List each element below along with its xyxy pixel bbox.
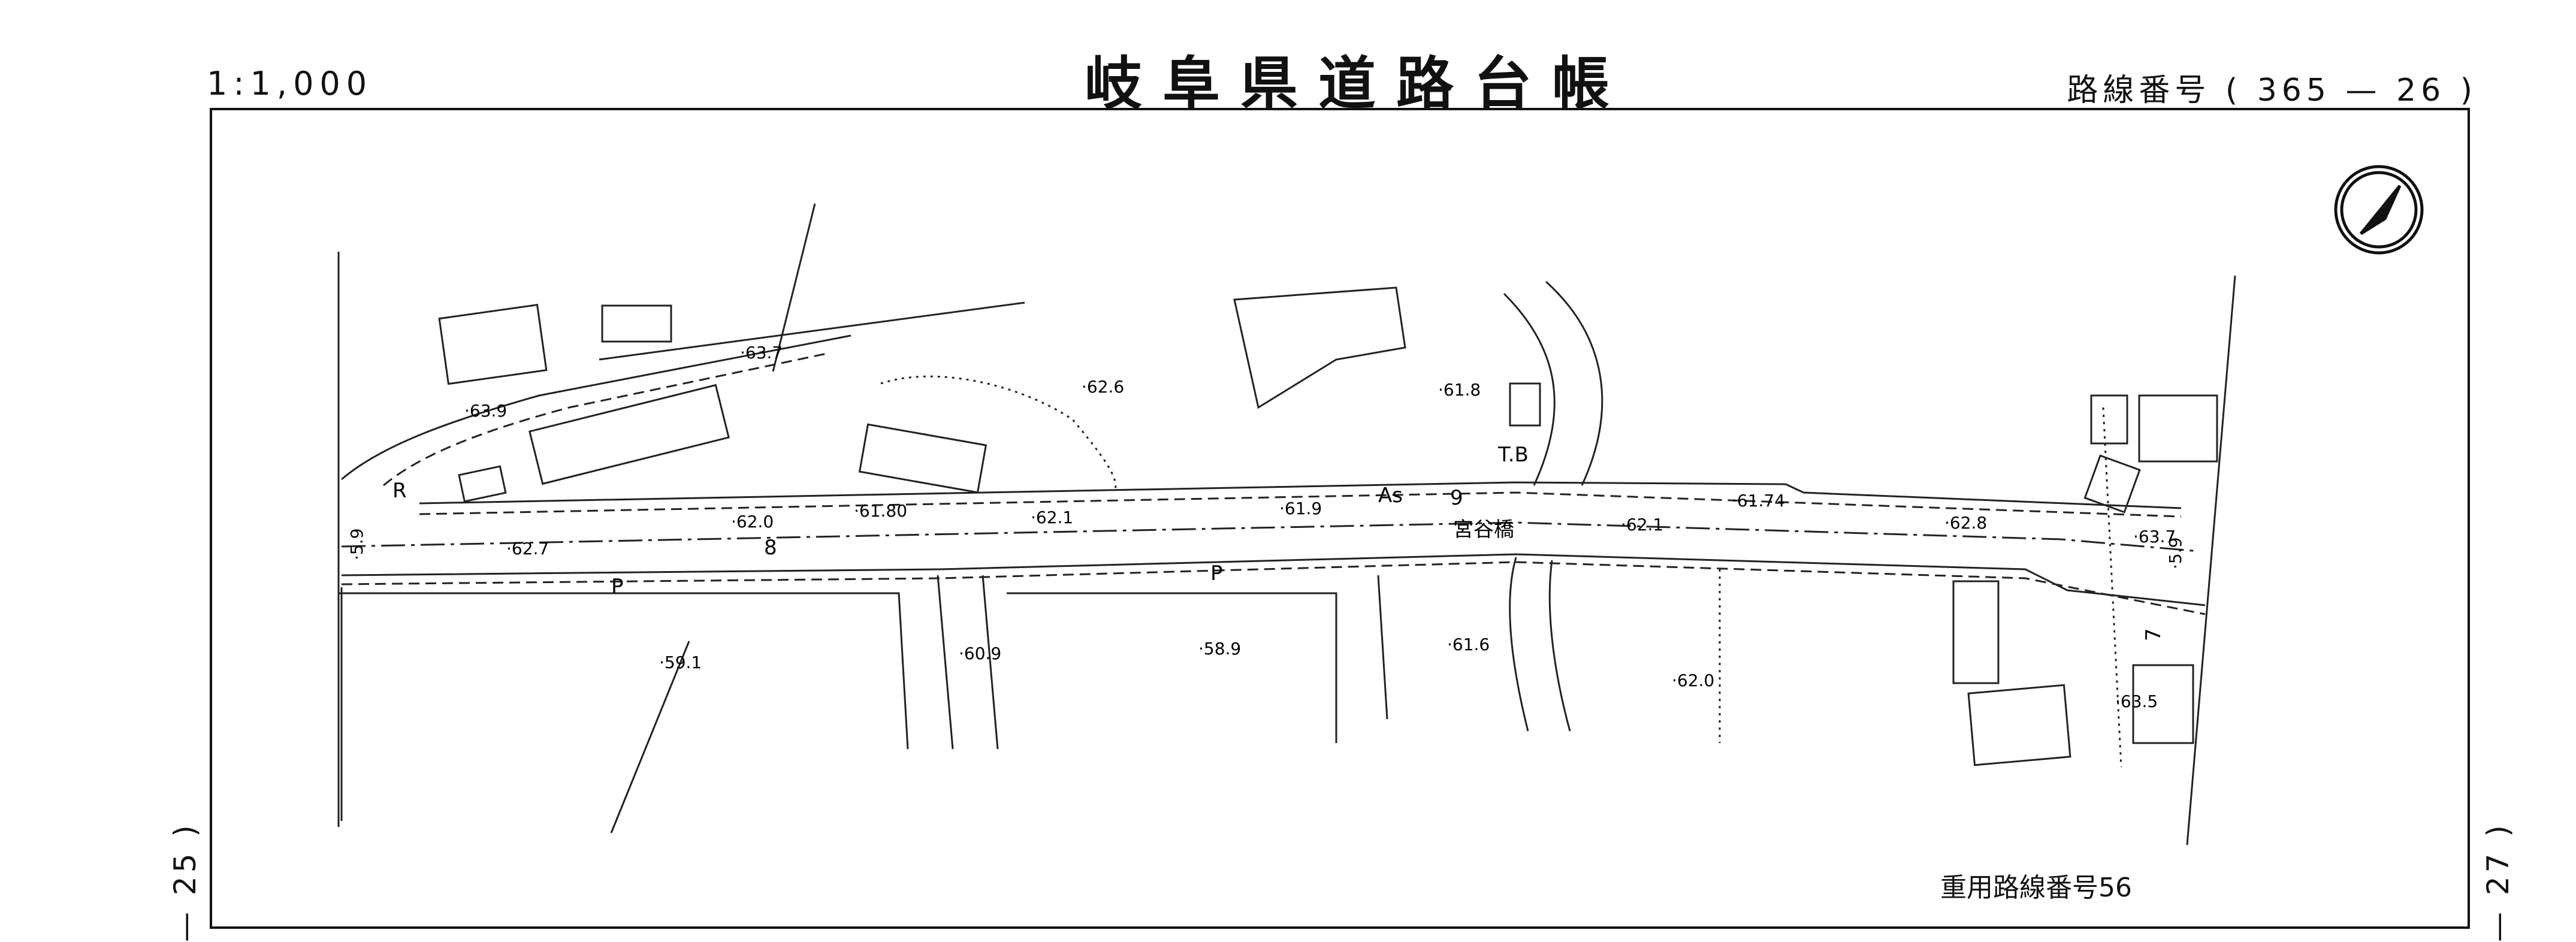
upper-road xyxy=(599,301,1025,361)
elevation-label: ·63.7 xyxy=(2133,527,2176,547)
map-label-seven: 7 xyxy=(2142,628,2166,641)
road-edge-upper xyxy=(419,481,2182,509)
elevation-label: ·5.9 xyxy=(347,529,367,560)
overlap-route-note: 重用路線番号56 xyxy=(1940,872,2132,903)
building xyxy=(1233,286,1406,409)
road-edge-upper-dashed xyxy=(419,491,2182,518)
elevation-label: ·62.0 xyxy=(1672,671,1714,690)
elevation-label: ·61.80 xyxy=(854,501,907,521)
north-arrow-icon xyxy=(2334,165,2424,255)
building xyxy=(2132,664,2194,744)
utility-line xyxy=(610,641,690,834)
field-boundary xyxy=(1007,592,1337,743)
left-curve-road-dashed xyxy=(383,352,828,487)
elevation-label: ·63.9 xyxy=(464,401,507,421)
elevation-label: ·63.7 xyxy=(740,343,783,363)
dotted-area xyxy=(880,375,1117,492)
road-edge-lower xyxy=(341,553,2206,606)
road-edge-lower-dashed xyxy=(341,561,2206,615)
left-curve-road xyxy=(341,334,851,481)
elevation-label: ·59.1 xyxy=(659,653,702,672)
elevation-label: ·61.6 xyxy=(1447,635,1490,654)
map-label-r-mark: R xyxy=(392,479,407,503)
utility-line xyxy=(772,203,816,372)
river-bank-2 xyxy=(1545,280,1603,486)
dotted-area xyxy=(2102,407,2122,768)
building xyxy=(529,384,730,485)
map-frame xyxy=(210,108,2470,929)
building xyxy=(458,465,507,503)
page-title: 岐阜県道路台帳 xyxy=(1085,50,1630,117)
elevation-labels: ·63.7 ·63.9 ·62.6 ·61.8 ·62.0 ·61.80 ·62.1 ·61.… xyxy=(347,343,2185,711)
map-label-route-no: 9 xyxy=(1450,486,1463,510)
elevation-label: ·61.74 xyxy=(1732,491,1785,511)
side-road-left-1 xyxy=(937,575,954,750)
building xyxy=(2090,394,2128,445)
elevation-label: ·58.9 xyxy=(1198,639,1241,659)
building xyxy=(2138,394,2218,463)
elevation-label: ·61.8 xyxy=(1438,380,1481,400)
elevation-label: ·63.5 xyxy=(2115,692,2158,711)
side-road-left-2 xyxy=(982,575,999,750)
elevation-label: ·62.6 xyxy=(1082,377,1124,397)
elevation-label: ·62.8 xyxy=(1944,513,1987,533)
map-label-p1: P xyxy=(611,575,624,599)
map-label-p2: P xyxy=(1210,561,1223,585)
map-label-section: 8 xyxy=(764,536,777,560)
elevation-label: ·62.0 xyxy=(731,512,774,532)
route-value: ( 365 — 26 ) xyxy=(2225,73,2477,108)
building xyxy=(858,423,987,494)
river-bank-1 xyxy=(1503,292,1556,486)
building xyxy=(438,304,548,385)
road-centerline xyxy=(341,521,2200,552)
elevation-label: ·62.1 xyxy=(1621,515,1663,535)
route-label: 路線番号 xyxy=(2067,73,2211,108)
river-bank-3 xyxy=(1509,557,1529,732)
field-boundary xyxy=(339,592,909,750)
map-scale: 1:1,000 xyxy=(207,65,373,102)
building xyxy=(1967,684,2071,766)
river-bank-4 xyxy=(1548,560,1571,732)
map-label-asphalt: As xyxy=(1378,484,1403,508)
elevation-label: ·62.1 xyxy=(1031,508,1073,527)
building xyxy=(1509,382,1541,427)
elevation-label: ·5.9 xyxy=(2166,538,2185,569)
elevation-label: ·60.9 xyxy=(959,644,1001,663)
utility-line xyxy=(2186,275,2236,846)
building xyxy=(1952,580,2000,684)
elevation-label: ·61.9 xyxy=(1279,499,1322,518)
side-road-right-1 xyxy=(1377,575,1388,720)
map-label-tb: T.B xyxy=(1497,443,1529,467)
map-labels: 宮谷橋 As 9 8 T.B R P P 7 xyxy=(392,443,2166,641)
elevation-label: ·62.7 xyxy=(506,539,549,558)
building xyxy=(2083,454,2141,514)
route-number: 路線番号 ( 365 — 26 ) xyxy=(2067,65,2477,110)
map-label-bridge: 宮谷橋 xyxy=(1453,518,1514,542)
building xyxy=(601,304,672,343)
